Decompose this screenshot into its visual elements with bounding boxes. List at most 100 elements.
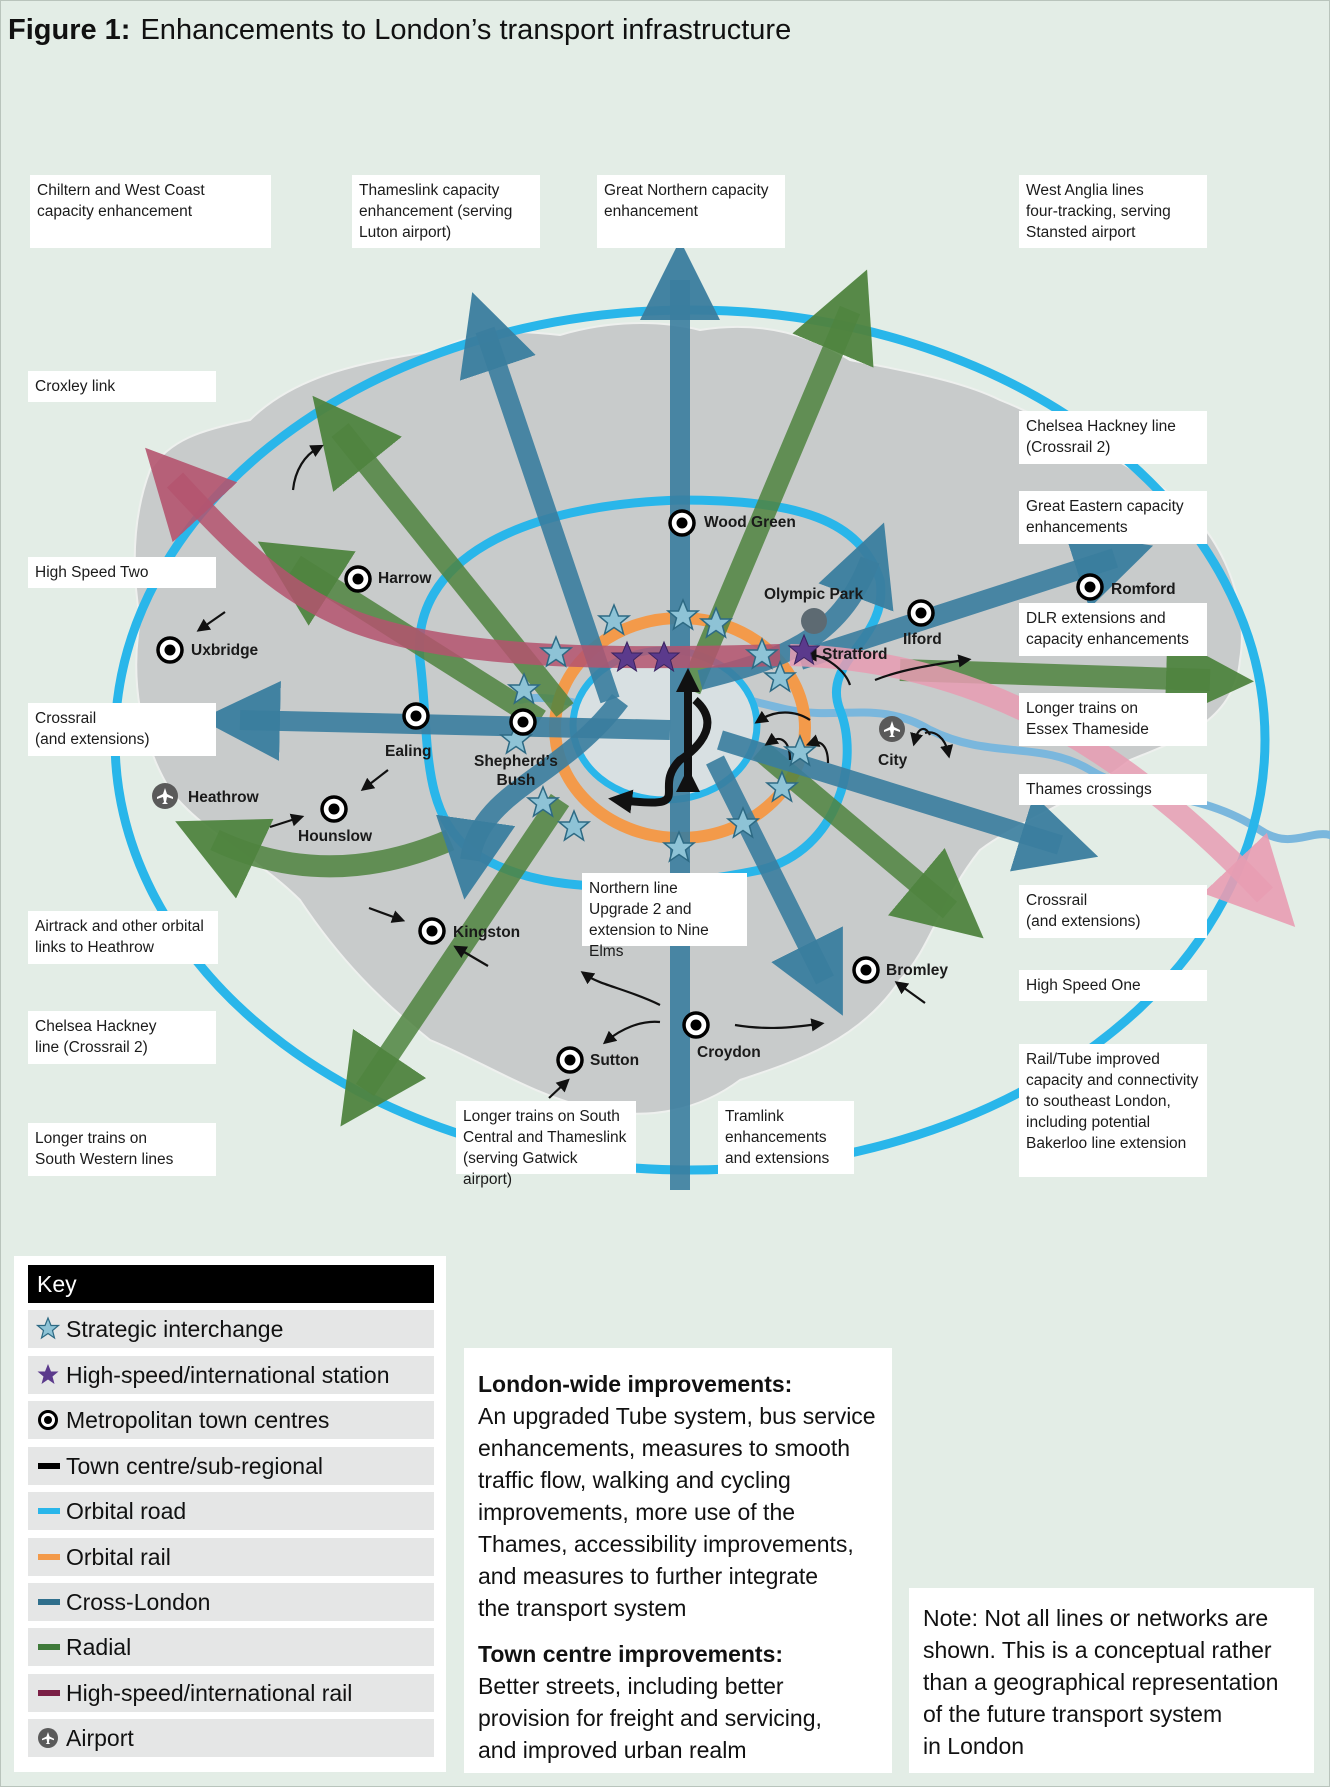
strategic-interchange-icon <box>782 734 818 767</box>
callout-thameslink: Thameslink capacity enhancement (serving… <box>352 175 540 248</box>
place-shepherds-bush: Shepherd’s Bush <box>474 753 558 789</box>
strategic-interchange-icon <box>764 770 800 803</box>
place-ealing: Ealing <box>385 743 432 760</box>
metropolitan-town-centre-icon <box>320 795 348 823</box>
place-bromley: Bromley <box>886 962 949 979</box>
place-sutton: Sutton <box>590 1052 640 1069</box>
place-wood-green: Wood Green <box>704 514 796 531</box>
radial-south-western <box>340 793 570 1127</box>
high-speed-stations <box>610 633 821 673</box>
strategic-interchange-icon <box>596 603 632 636</box>
strategic-interchanges <box>498 598 818 863</box>
metropolitan-town-centre-icon <box>852 956 880 984</box>
strategic-interchange-icon <box>665 598 701 631</box>
callout-high-speed-one: High Speed One <box>1019 970 1207 1001</box>
place-olympic-park: Olympic Park <box>764 586 864 603</box>
key-item-high-speed-rail: High-speed/international rail <box>28 1674 434 1712</box>
callout-thames-crossings: Thames crossings <box>1019 774 1207 805</box>
airport-icon <box>879 716 905 742</box>
metropolitan-town-centre-icon <box>682 1011 710 1039</box>
strategic-interchange-icon <box>498 722 534 755</box>
metropolitan-town-centre-icon <box>556 1046 584 1074</box>
radial-line-icon <box>38 1644 60 1650</box>
key-label: Radial <box>66 1634 132 1660</box>
callout-northern-line: Northern line Upgrade 2 and extension to… <box>582 873 747 960</box>
callout-great-eastern: Great Eastern capacity enhancements <box>1019 491 1207 544</box>
airport-icon <box>152 783 178 809</box>
cross-london-great-eastern <box>796 532 1154 670</box>
callout-essex-thameside: Longer trains on Essex Thameside <box>1019 693 1207 746</box>
key-label: Orbital rail <box>66 1544 171 1570</box>
strategic-interchange-icon <box>556 809 592 842</box>
figure-title-text: Enhancements to London’s transport infra… <box>140 14 792 46</box>
key-label: Airport <box>66 1725 134 1751</box>
radial-southeast <box>752 741 984 939</box>
metropolitan-town-centre-icon <box>1076 573 1104 601</box>
figure-title: Figure 1:Enhancements to London’s transp… <box>8 14 791 47</box>
strategic-interchange-icon <box>525 785 561 818</box>
high-speed-station-icon <box>647 640 681 673</box>
key-label: High-speed/international rail <box>66 1680 353 1706</box>
key-item-high-speed-station: High-speed/international station <box>28 1356 434 1394</box>
london-wide-heading: London-wide improvements: <box>478 1371 793 1397</box>
metropolitan-town-centres <box>156 509 1104 1074</box>
airport-icon <box>38 1728 58 1748</box>
strategic-interchange-icon <box>725 806 761 839</box>
strategic-interchange-icon <box>744 637 780 670</box>
key-item-orbital-road: Orbital road <box>28 1492 434 1530</box>
place-stratford: Stratford <box>822 646 888 663</box>
callout-airtrack: Airtrack and other orbital links to Heat… <box>28 911 218 964</box>
place-uxbridge: Uxbridge <box>191 642 259 659</box>
improvements-panel: London-wide improvements: An upgraded Tu… <box>464 1348 892 1773</box>
strategic-interchange-icon <box>661 830 697 863</box>
callout-south-western: Longer trains on South Western lines <box>28 1123 216 1176</box>
high-speed-station-icon <box>610 640 644 673</box>
place-kingston: Kingston <box>453 924 521 941</box>
london-wide-text: An upgraded Tube system, bus service enh… <box>478 1403 876 1621</box>
orbital-rail-line-icon <box>38 1554 60 1560</box>
callout-dlr: DLR extensions and capacity enhancements <box>1019 603 1207 656</box>
town-centre-line-icon <box>38 1463 60 1469</box>
callout-southeast-london: Rail/Tube improved capacity and connecti… <box>1019 1044 1207 1177</box>
olympic-park-marker <box>801 608 827 634</box>
key-label: Town centre/sub-regional <box>66 1453 323 1479</box>
metropolitan-town-centre-icon <box>907 599 935 627</box>
key-item-radial: Radial <box>28 1628 434 1666</box>
metropolitan-town-centre-icon <box>344 565 372 593</box>
high-speed-two-route <box>145 447 781 669</box>
key-item-strategic-interchange: Strategic interchange <box>28 1310 434 1348</box>
town-centre-links <box>196 444 972 1099</box>
town-centre-text: Better streets, including better provisi… <box>478 1673 822 1763</box>
key-item-airport: Airport <box>28 1719 434 1757</box>
metropolitan-town-centre-icon <box>156 636 184 664</box>
note-panel: Note: Not all lines or networks are show… <box>909 1588 1314 1773</box>
place-city: City <box>878 752 908 769</box>
metropolitan-town-centre-icon <box>668 509 696 537</box>
strategic-interchange-icon <box>35 1316 61 1340</box>
place-ilford: Ilford <box>903 631 942 648</box>
key-label: High-speed/international station <box>66 1362 390 1388</box>
callout-high-speed-two: High Speed Two <box>28 557 216 588</box>
cross-london-thameslink <box>459 292 620 704</box>
cross-london-routes <box>200 240 1154 1190</box>
radial-airtrack <box>175 818 455 899</box>
key-label: Metropolitan town centres <box>66 1407 330 1433</box>
callout-crossrail-west: Crossrail (and extensions) <box>28 703 216 756</box>
place-croydon: Croydon <box>697 1044 761 1061</box>
place-hounslow: Hounslow <box>298 828 373 845</box>
cross-london-thames-crossings <box>717 730 1099 872</box>
cross-london-bromley <box>706 755 843 1016</box>
place-heathrow: Heathrow <box>188 789 259 806</box>
strategic-interchange-icon <box>698 606 734 639</box>
callout-chiltern-west-coast: Chiltern and West Coast capacity enhance… <box>30 175 271 248</box>
town-centre-heading: Town centre improvements: <box>478 1641 784 1667</box>
metropolitan-town-centre-icon <box>402 702 430 730</box>
orbital-road-line-icon <box>38 1508 60 1514</box>
callout-croxley-link: Croxley link <box>28 371 216 402</box>
northern-line-route <box>608 668 712 814</box>
key-label: Orbital road <box>66 1498 187 1524</box>
strategic-interchange-icon <box>538 635 574 668</box>
callout-chelsea-hackney-north-east: Chelsea Hackney line (Crossrail 2) <box>1019 411 1207 464</box>
cross-london-line-icon <box>38 1599 60 1605</box>
metropolitan-town-centre-icon <box>38 1410 58 1430</box>
